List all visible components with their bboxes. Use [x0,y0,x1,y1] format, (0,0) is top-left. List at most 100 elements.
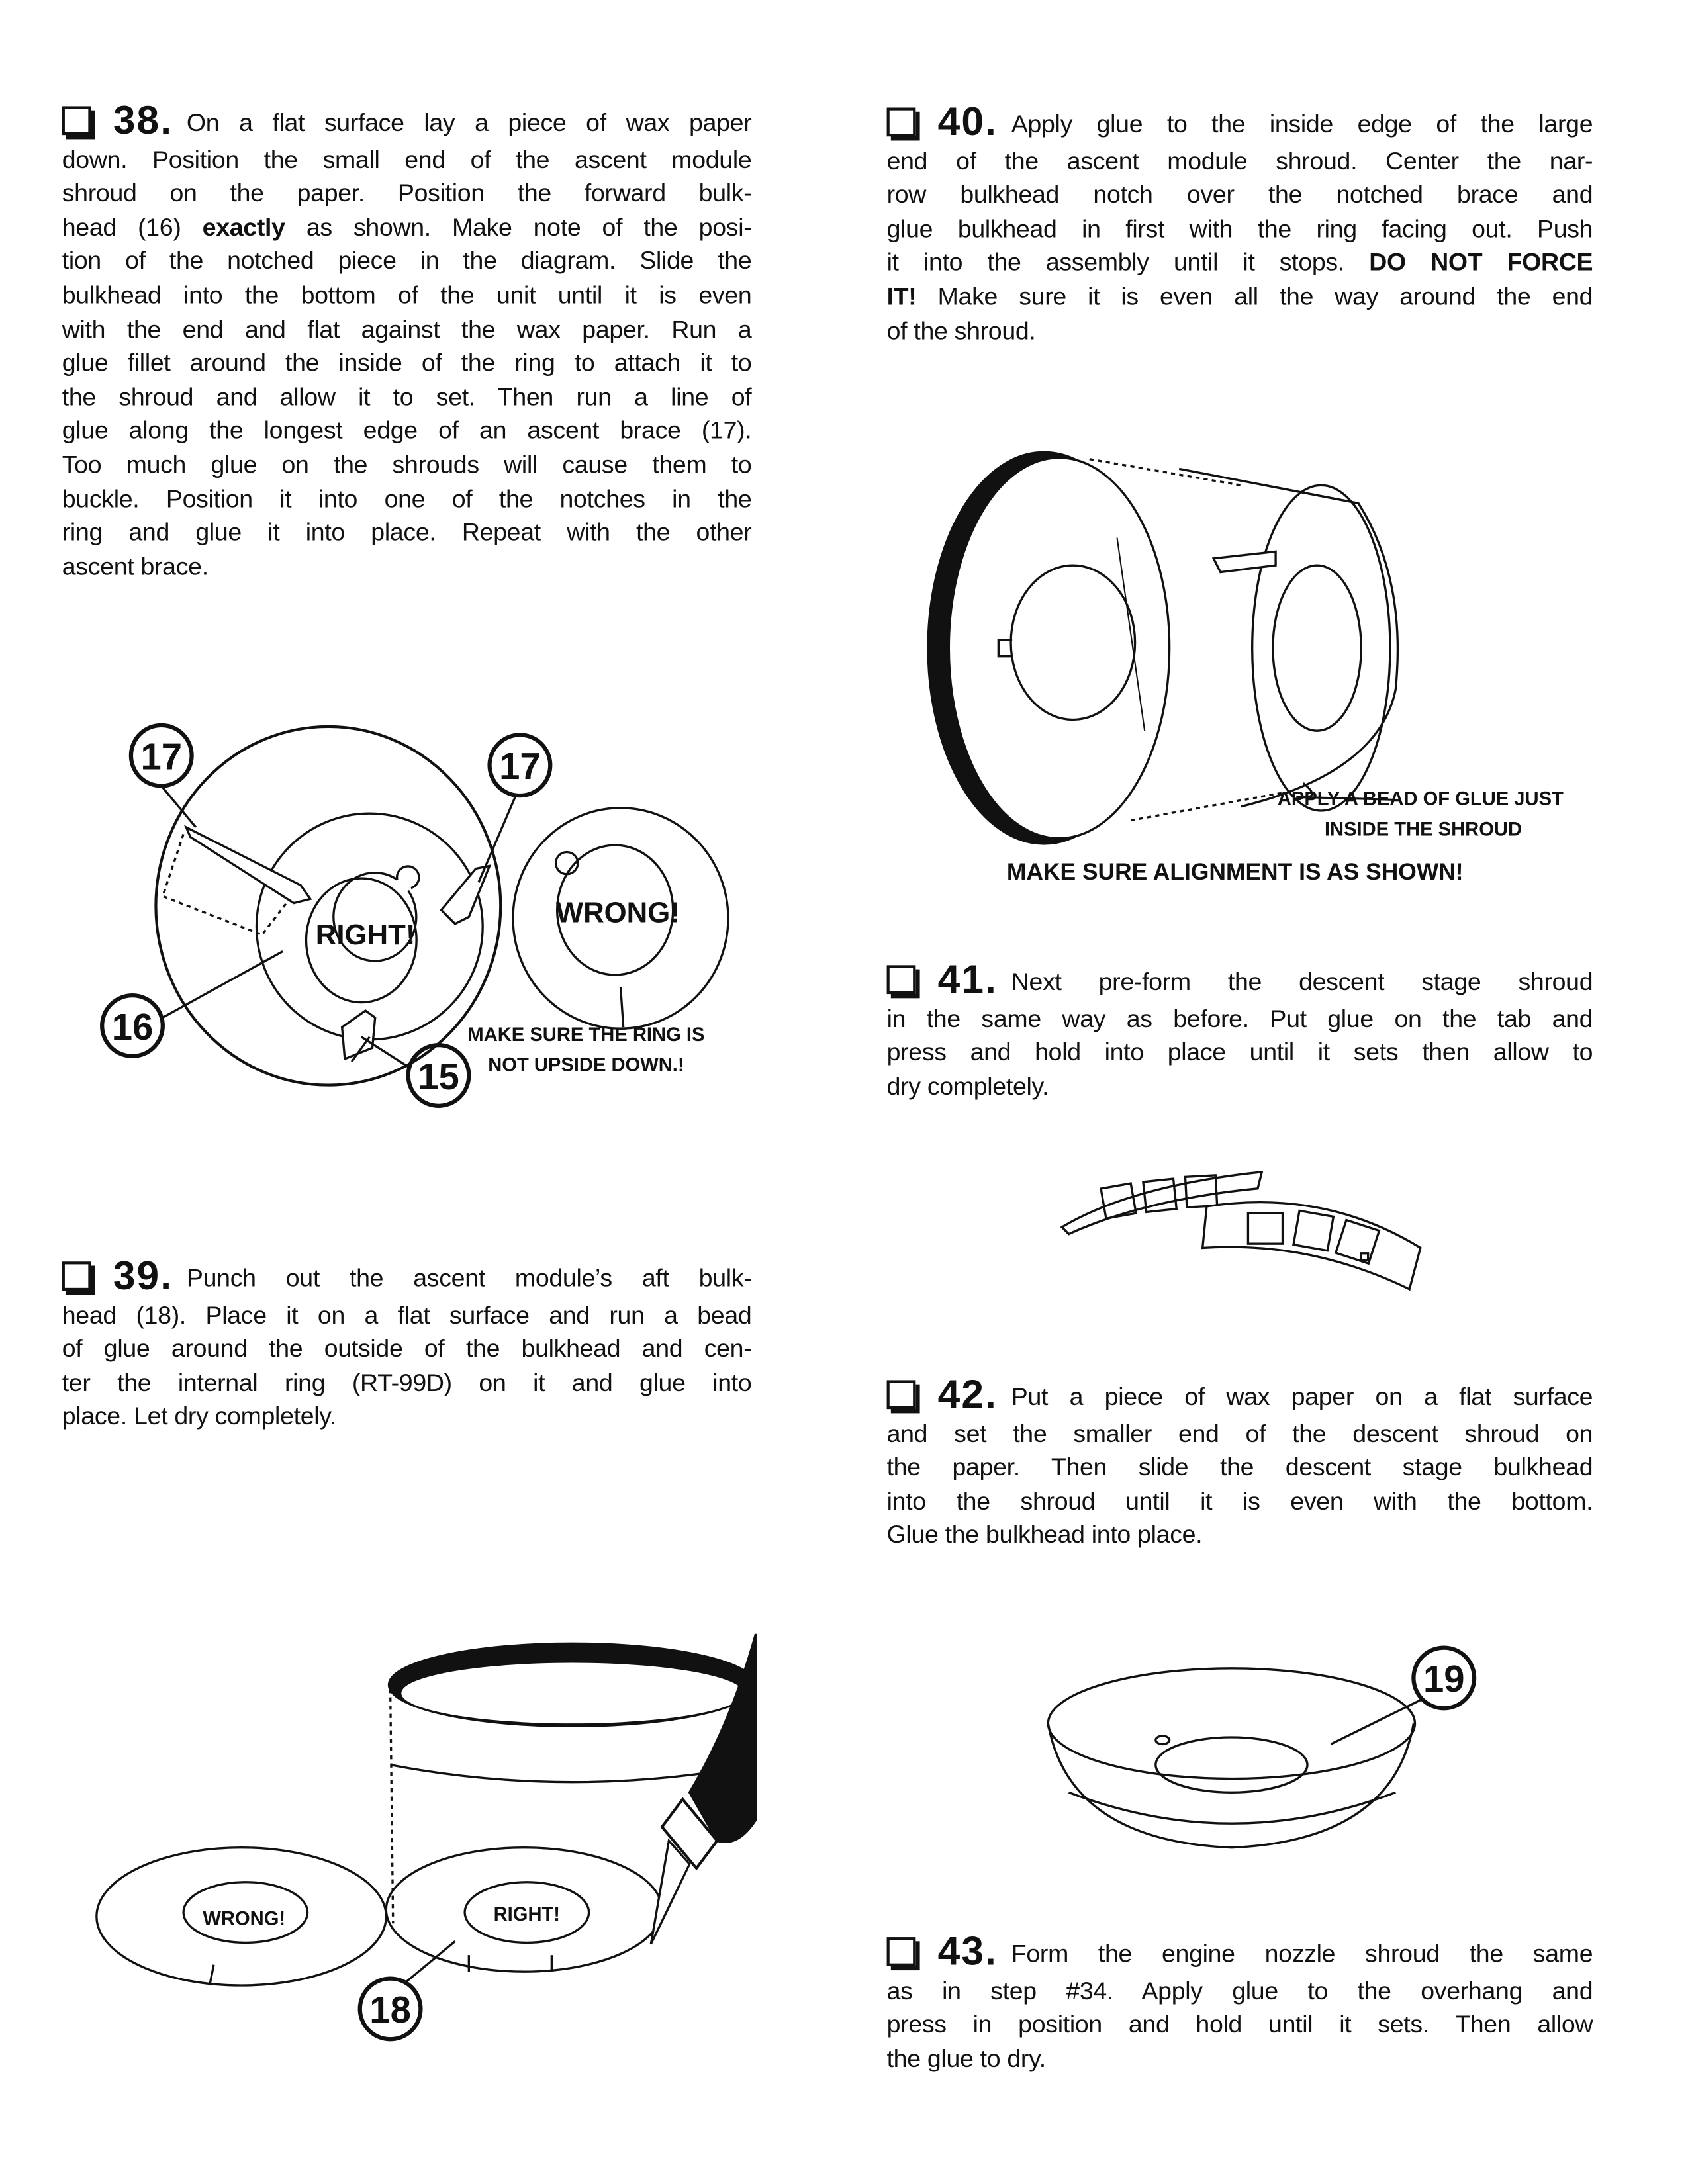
step-text-line: with the end and flat against the wax pa… [62,312,752,346]
step-number: 38. [113,99,173,144]
step-text-line: glue fillet around the inside of the rin… [62,346,752,380]
step-text-line: 43. Form the engine nozzle shroud the sam… [886,1933,1593,1974]
text-segment: the shroud and allow it to set. Then run… [62,383,752,411]
diagram-41-shroud-strips [1060,1170,1422,1291]
diagram-39-wrong-bulkhead [95,1846,387,1987]
text-segment: dry completely. [886,1072,1049,1101]
right-label: RIGHT! [316,919,416,951]
step-text-line: end of the ascent module shroud. Center … [887,144,1593,178]
text-segment: Too much glue on the shrouds will cause … [62,451,752,478]
diagram-38-wrong-ring [512,807,729,1030]
step-text-line: row bulkhead notch over the notched brac… [887,178,1593,212]
callout-18: 18 [369,1989,411,2030]
step-number: 40. [937,101,998,145]
step-number: 42. [937,1373,998,1418]
text-segment: Form the engine nozzle shroud the same [1011,1940,1593,1968]
text-segment: Glue the bulkhead into place. [886,1521,1203,1549]
text-segment: into the shroud until it is even with th… [886,1487,1593,1516]
step-text-line: press and hold into place until it sets … [887,1036,1593,1069]
text-segment: Apply glue to the inside edge of the lar… [1011,110,1593,138]
step-number: 43. [937,1930,998,1975]
step-42: 42. Put a piece of wax paper on a flat su… [886,1375,1593,1553]
step-text-line: glue along the longest edge of an ascent… [62,414,752,448]
step-text-line: glue bulkhead in first with the ring fac… [887,212,1593,246]
text-segment: as in step #34. Apply glue to the overha… [886,1976,1593,2005]
text-segment: press and hold into place until it sets … [886,1038,1593,1066]
text-segment: Put a piece of wax paper on a flat surfa… [1011,1383,1593,1411]
text-segment: place. Let dry completely. [62,1402,337,1431]
text-segment: head (18). Place it on a flat surface an… [62,1300,752,1329]
diagram-38-callout-circles [100,723,553,1108]
step-text-line: IT! Make sure it is even all the way aro… [887,280,1593,314]
step-text-line: as in step #34. Apply glue to the overha… [887,1974,1593,2007]
step-text-line: ter the internal ring (RT-99D) on it and… [62,1366,752,1400]
step-41: 41. Next pre-form the descent stage shrou… [886,960,1593,1103]
text-segment: shroud on the paper. Position the forwar… [62,179,752,207]
text-segment: Next pre-form the descent stage shroud [1011,968,1593,996]
step-header: 39. [62,1257,173,1298]
text-segment: bulkhead into the bottom of the unit unt… [62,281,752,309]
text-segment: of the shroud. [886,316,1036,344]
checkbox-icon[interactable] [886,107,916,137]
step-text-line: head (18). Place it on a flat surface an… [62,1298,752,1332]
text-segment: down. Position the small end of the asce… [62,145,752,173]
wrong-label: WRONG! [556,897,680,929]
step-text-line: the paper. Then slide the descent stage … [887,1451,1593,1484]
text-segment: in the same way as before. Put glue on t… [886,1004,1593,1032]
bold-text: DO NOT FORCE [1369,248,1593,277]
step-text-line: ascent brace. [62,550,752,584]
text-segment: glue bulkhead in first with the ring fac… [886,214,1593,243]
checkbox-icon[interactable] [886,965,916,995]
step-text-line: Glue the bulkhead into place. [887,1519,1593,1553]
step-header: 43. [886,1933,998,1974]
glue-note-line-2: INSIDE THE SHROUD [1325,819,1522,840]
ring-note-line-1: MAKE SURE THE RING IS [467,1024,704,1046]
text-segment: end of the ascent module shroud. Center … [886,147,1593,175]
step-38: 38. On a flat surface lay a piece of wax … [62,101,752,584]
step-40: 40. Apply glue to the inside edge of the … [886,103,1593,347]
step-43: 43. Form the engine nozzle shroud the sam… [886,1933,1593,2075]
text-segment: row bulkhead notch over the notched brac… [886,181,1593,208]
wrong-label-39: WRONG! [203,1908,285,1929]
step-text-line: 41. Next pre-form the descent stage shrou… [886,960,1593,1001]
text-segment: the glue to dry. [886,2044,1047,2072]
text-segment: press in position and hold until it sets… [886,2010,1593,2038]
step-text-line: 39.Punch out the ascent module’s aft bul… [62,1257,752,1298]
glue-note-line-1: APPLY A BEAD OF GLUE JUST [1278,789,1564,810]
text-segment: ascent brace. [62,552,209,580]
callout-19: 19 [1423,1658,1465,1700]
step-header: 41. [886,960,998,1001]
text-segment: head (16) [62,213,203,242]
step-header: 38. [62,101,173,142]
step-text-line: it into the assembly until it stops. DO … [887,246,1593,280]
checkbox-icon[interactable] [62,106,91,136]
step-text-line: press in position and hold until it sets… [887,2008,1593,2042]
text-segment: Make sure it is even all the way around … [916,283,1593,310]
step-text-line: into the shroud until it is even with th… [887,1484,1593,1518]
text-segment: as shown. Make note of the posi- [285,213,752,242]
diagram-39-shroud [387,1642,757,1924]
ring-note-line-2: NOT UPSIDE DOWN.! [488,1055,684,1076]
checkbox-icon[interactable] [886,1937,916,1966]
step-text-line: the shroud and allow it to set. Then run… [62,380,752,414]
glue-bottle-icon [649,1633,757,1945]
checkbox-icon[interactable] [886,1380,916,1410]
text-segment: On a flat surface lay a piece of wax pap… [186,109,752,137]
callout-15: 15 [418,1056,459,1097]
bold-text: exactly [202,213,285,242]
text-segment: with the end and flat against the wax pa… [62,315,752,343]
step-text-line: of the shroud. [887,314,1593,347]
step-text-line: tion of the notched piece in the diagram… [62,245,752,279]
step-text-line: dry completely. [887,1069,1593,1103]
step-header: 40. [886,103,998,144]
step-text-line: of glue around the outside of the bulkhe… [62,1332,752,1366]
right-label-39: RIGHT! [494,1904,560,1925]
text-segment: of glue around the outside of the bulkhe… [62,1335,752,1363]
callout-17-right: 17 [499,745,541,787]
alignment-note: MAKE SURE ALIGNMENT IS AS SHOWN! [1007,858,1464,885]
checkbox-icon[interactable] [62,1261,91,1291]
text-segment: the paper. Then slide the descent stage … [886,1453,1593,1481]
text-segment: glue fillet around the inside of the rin… [62,349,752,377]
